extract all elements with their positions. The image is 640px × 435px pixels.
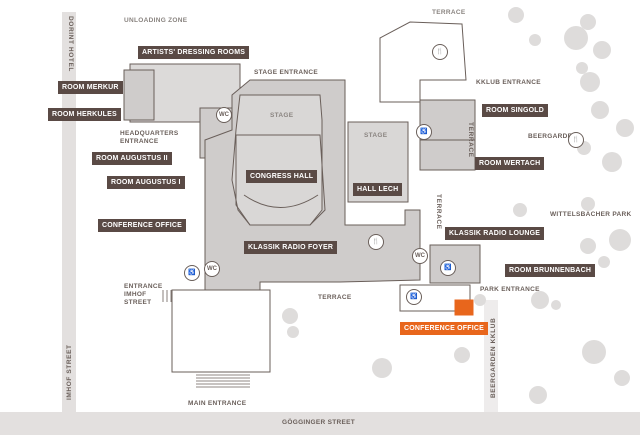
headquarters-entrance-label-1: HEADQUARTERS (120, 130, 179, 137)
accessible-icon: ♿ (416, 124, 432, 140)
terrace-right-label: TERRACE (467, 122, 474, 158)
goegginger-street-label: GÖGGINGER STREET (282, 419, 356, 426)
klassik-radio-foyer-label: KLASSIK RADIO FOYER (244, 241, 338, 254)
room-singold-label: ROOM SINGOLD (482, 104, 549, 117)
restaurant-icon: 🍴 (368, 234, 384, 250)
artists-dressing-rooms-label: ARTISTS' DRESSING ROOMS (138, 46, 250, 59)
imhof-street-label: IMHOF STREET (66, 344, 73, 400)
wc-icon: WC (412, 248, 428, 264)
accessible-icon: ♿ (406, 289, 422, 305)
stage-entrance-label: STAGE ENTRANCE (254, 69, 319, 76)
accessible-icon: ♿ (184, 265, 200, 281)
restaurant-icon: 🍴 (568, 132, 584, 148)
unloading-zone-label: UNLOADING ZONE (124, 17, 188, 24)
terrace-bottom-label: TERRACE (318, 294, 352, 301)
stairs (162, 290, 250, 388)
klassik-radio-lounge-label: KLASSIK RADIO LOUNGE (445, 227, 545, 240)
room-augustus-2-label: ROOM AUGUSTUS II (92, 152, 172, 165)
room-augustus-1-label: ROOM AUGUSTUS I (107, 176, 185, 189)
wc-icon: WC (204, 261, 220, 277)
kklub-entrance-label: KKLUB ENTRANCE (476, 79, 541, 86)
congress-hall-label: CONGRESS HALL (246, 170, 318, 183)
beergarden-label: BEERGARDEN (528, 133, 578, 140)
wc-icon: WC (216, 107, 232, 123)
headquarters-entrance-label-2: ENTRANCE (120, 138, 159, 145)
room-wertach-label: ROOM WERTACH (475, 157, 545, 170)
entrance-imhof-label-1: ENTRANCE (124, 283, 163, 290)
main-entrance-label: MAIN ENTRANCE (188, 400, 247, 407)
trees (282, 7, 634, 404)
room-brunnenbach-label: ROOM BRUNNENBACH (505, 264, 596, 277)
park-entrance-label: PARK ENTRANCE (480, 286, 540, 293)
hall-lech-label: HALL LECH (353, 183, 403, 196)
entrance-imhof-label-2: IMHOF (124, 291, 147, 298)
stage-label-1: STAGE (270, 112, 294, 119)
entrance-imhof-label-3: STREET (124, 299, 152, 306)
conference-office-left-label: CONFERENCE OFFICE (98, 219, 187, 232)
conference-office-right-label: CONFERENCE OFFICE (400, 322, 489, 335)
wittelsbacher-park-label: WITTELSBACHER PARK (550, 211, 632, 218)
room-herkules-label: ROOM HERKULES (48, 108, 121, 121)
goegginger-street (0, 412, 640, 435)
room-merkur-label: ROOM MERKUR (58, 81, 123, 94)
restaurant-icon: 🍴 (432, 44, 448, 60)
beergarden-kklub-label: BEERGARDEN KKLUB (490, 317, 497, 398)
congress-hall-outline (235, 134, 326, 226)
terrace-top-label: TERRACE (432, 9, 466, 16)
stage-label-2: STAGE (364, 132, 388, 139)
dorint-hotel-label: DORINT HOTEL (67, 16, 74, 72)
terrace-mid-label: TERRACE (435, 194, 442, 230)
accessible-icon: ♿ (440, 260, 456, 276)
